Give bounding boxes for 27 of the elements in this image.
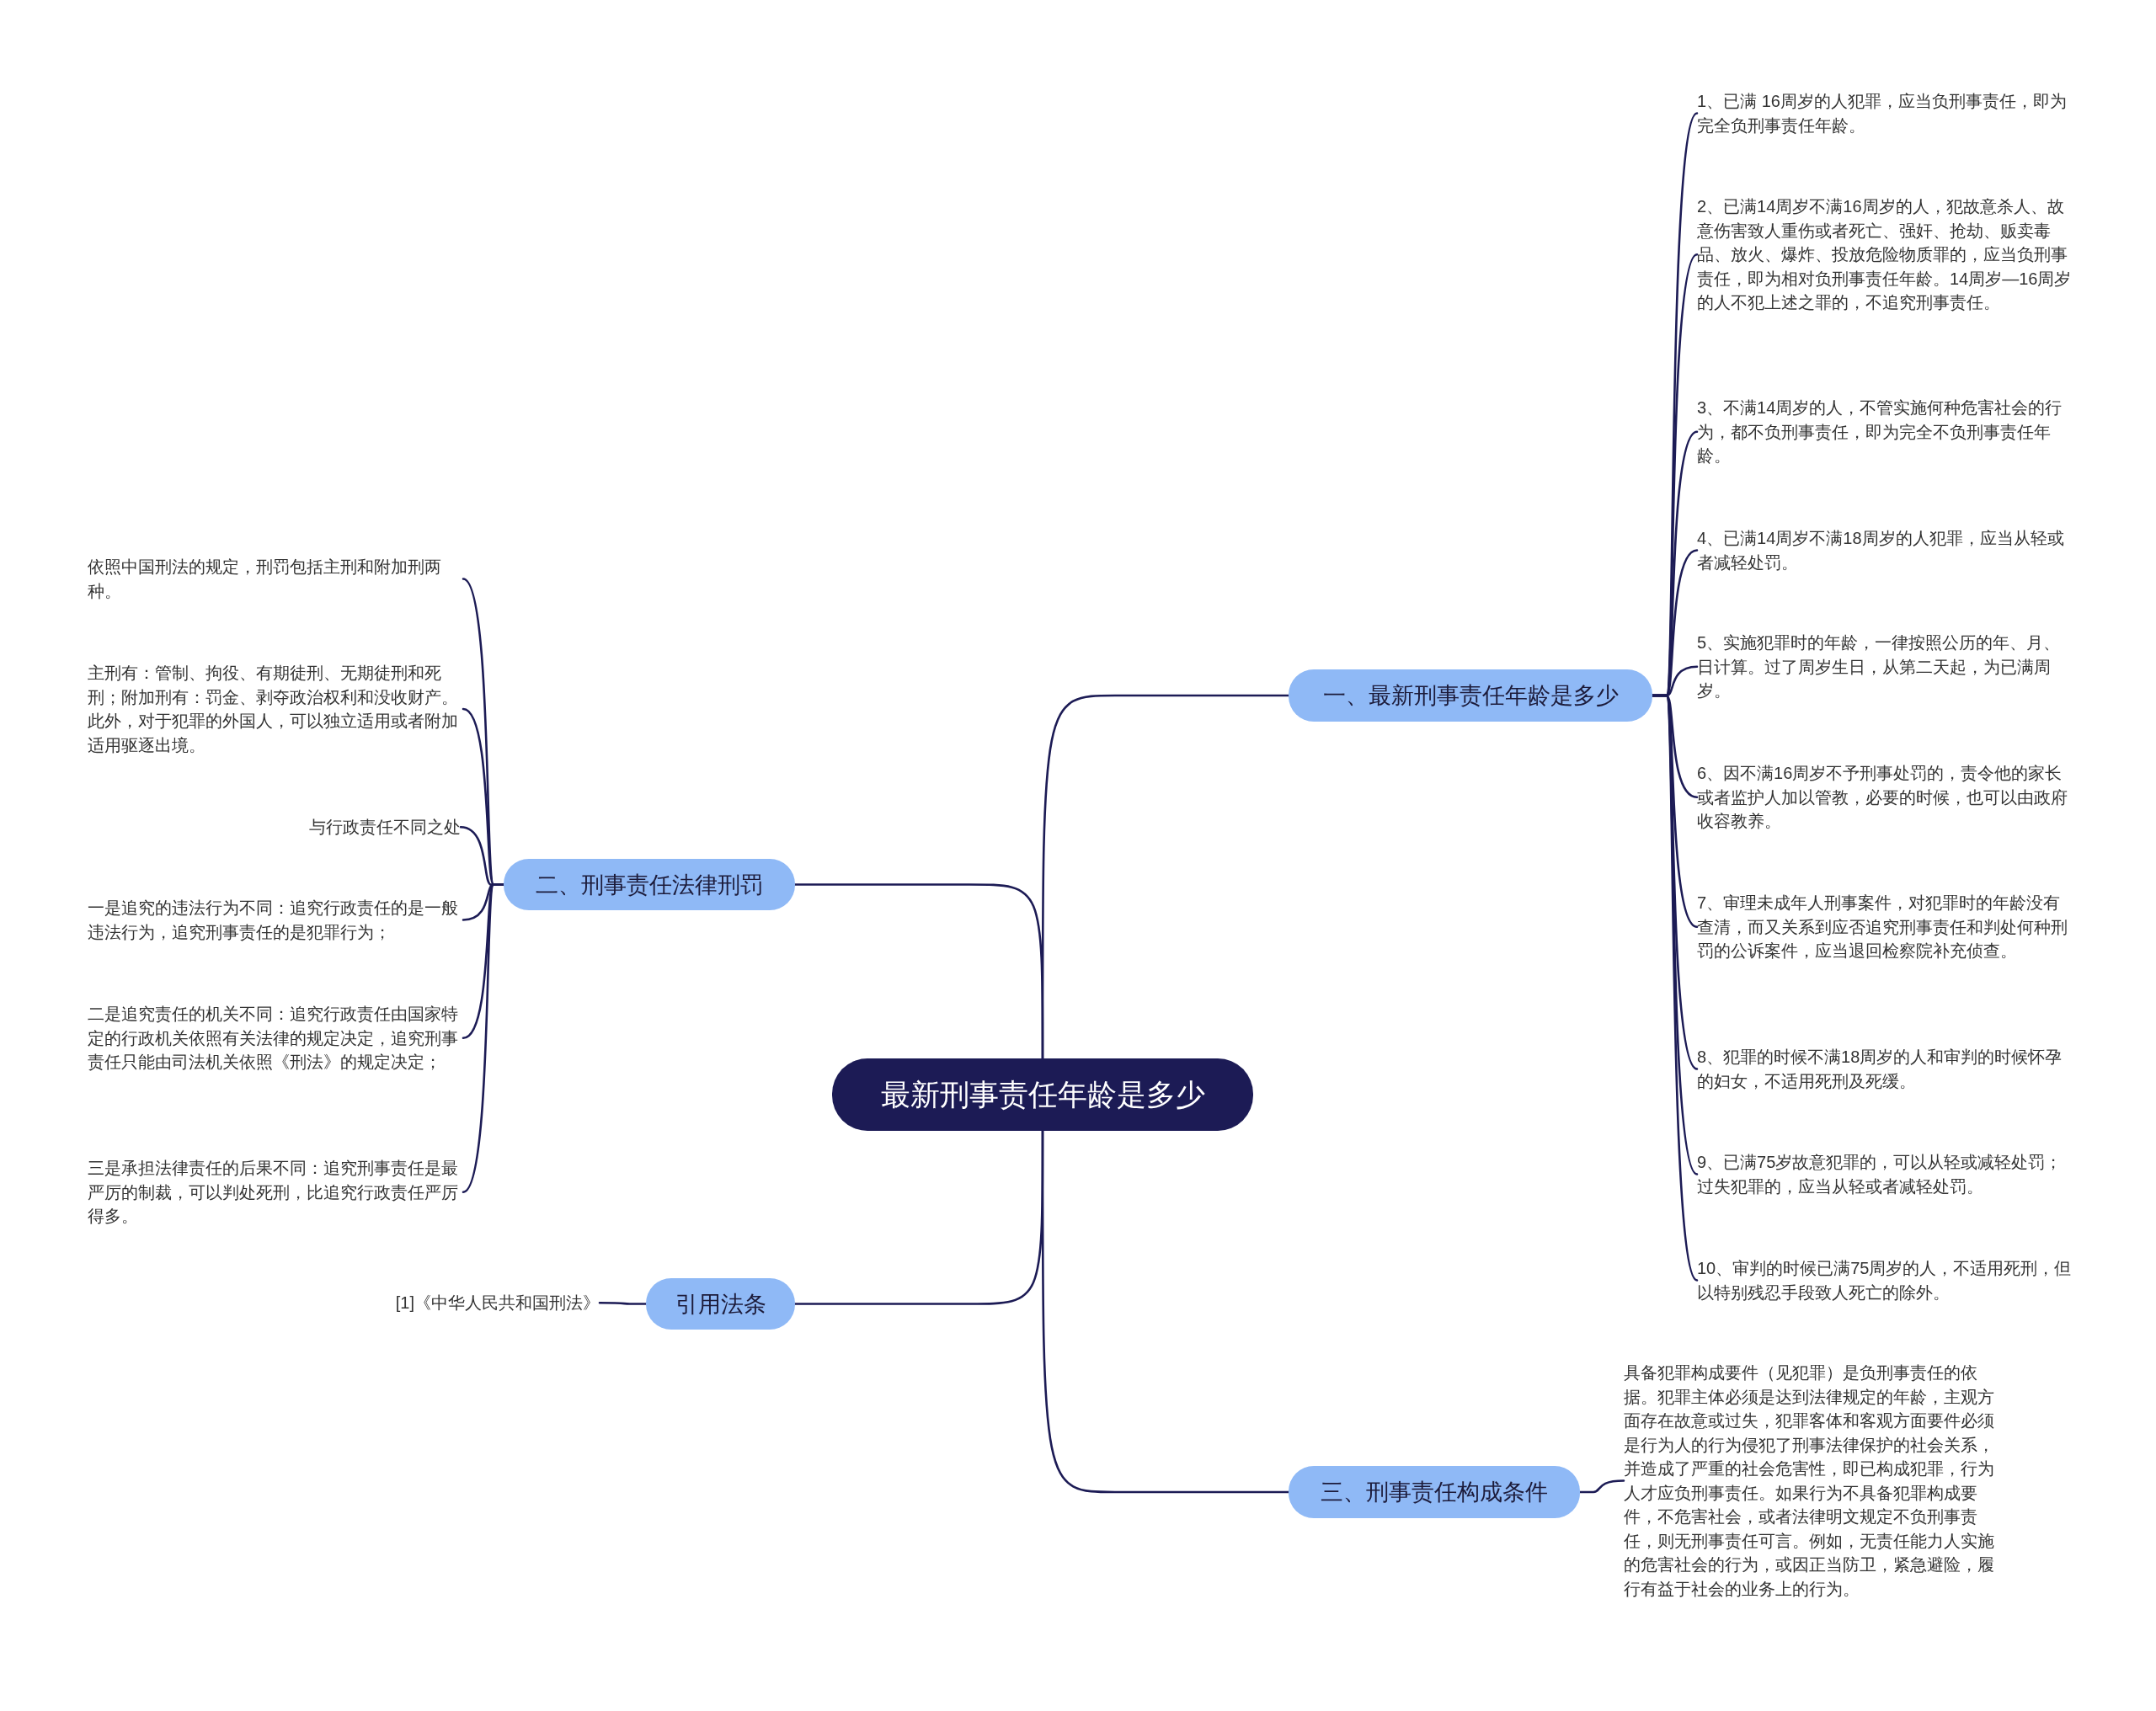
- note-text: [1]《中华人民共和国刑法》: [395, 1291, 600, 1315]
- topic-pill: 一、最新刑事责任年龄是多少: [1289, 669, 1652, 722]
- note-text: 1、已满 16周岁的人犯罪，应当负刑事责任，即为完全负刑事责任年龄。: [1697, 89, 2076, 137]
- note-text: 三是承担法律责任的后果不同：追究刑事责任是最严厉的制裁，可以判处死刑，比追究行政责任严厉得多。: [88, 1156, 463, 1229]
- topic-pill: 引用法条: [646, 1278, 795, 1330]
- note-text: 具备犯罪构成要件（见犯罪）是负刑事责任的依据。犯罪主体必须是达到法律规定的年龄，主观方面存在故意或过失，犯罪客体和客观方面要件必须是行为人的行为侵犯了刑事法律保护的社会关系，并造成了严重的社会危害性，即已构成犯罪，行为人才应负刑事责任。如果行为不具备犯罪构成要件，不危害社会，或者法律明文规定不负刑事责任，则无刑事责任可言。例如，无责任能力人实施的危害社会的行为，或因正当防卫，紧急避险，履行有益于社会的业务上的行为。: [1624, 1361, 2003, 1601]
- topic-pill: 三、刑事责任构成条件: [1289, 1466, 1580, 1518]
- connector-line: [793, 883, 1044, 1060]
- note-text: 与行政责任不同之处: [309, 815, 461, 840]
- note-text: 一是追究的违法行为不同：追究行政责任的是一般违法行为，追究刑事责任的是犯罪行为；: [88, 896, 463, 944]
- note-text: 9、已满75岁故意犯罪的，可以从轻或减轻处罚；过失犯罪的，应当从轻或者减轻处罚。: [1697, 1150, 2076, 1198]
- note-text: 10、审判的时候已满75周岁的人，不适用死刑，但以特别残忍手段致人死亡的除外。: [1697, 1256, 2076, 1304]
- note-text: 7、审理未成年人刑事案件，对犯罪时的年龄没有查清，而又关系到应否追究刑事责任和判处何种刑罚的公诉案件，应当退回检察院补充侦查。: [1697, 891, 2076, 963]
- note-text: 4、已满14周岁不满18周岁的人犯罪，应当从轻或者减轻处罚。: [1697, 526, 2076, 574]
- note-text: 5、实施犯罪时的年龄，一律按照公历的年、月、日计算。过了周岁生日，从第二天起，为已满周岁。: [1697, 631, 2076, 703]
- note-text: 2、已满14周岁不满16周岁的人，犯故意杀人、故意伤害致人重伤或者死亡、强奸、抢劫、贩卖毒品、放火、爆炸、投放危险物质罪的，应当负刑事责任，即为相对负刑事责任年龄。14周岁—16周岁的人不犯上述之罪的，不追究刑事责任。: [1697, 195, 2076, 315]
- note-text: 3、不满14周岁的人，不管实施何种危害社会的行为，都不负刑事责任，即为完全不负刑事责任年龄。: [1697, 396, 2076, 468]
- note-text: 二是追究责任的机关不同：追究行政责任由国家特定的行政机关依照有关法律的规定决定，追究刑事责任只能由司法机关依照《刑法》的规定决定；: [88, 1002, 463, 1074]
- connector-line: [1041, 1129, 1290, 1494]
- note-text: 依照中国刑法的规定，刑罚包括主刑和附加刑两种。: [88, 555, 463, 603]
- connector-line: [598, 1301, 648, 1305]
- note-text: 主刑有：管制、拘役、有期徒刑、无期徒刑和死刑；附加刑有：罚金、剥夺政治权利和没收财产。此外，对于犯罪的外国人，可以独立适用或者附加适用驱逐出境。: [88, 661, 463, 757]
- connector-line: [1578, 1479, 1625, 1494]
- note-text: 6、因不满16周岁不予刑事处罚的，责令他的家长或者监护人加以管教，必要的时候，也可以由政府收容教养。: [1697, 761, 2076, 834]
- topic-pill: 二、刑事责任法律刑罚: [504, 859, 795, 910]
- central-topic: 最新刑事责任年龄是多少: [832, 1058, 1253, 1131]
- note-text: 8、犯罪的时候不满18周岁的人和审判的时候怀孕的妇女，不适用死刑及死缓。: [1697, 1045, 2076, 1093]
